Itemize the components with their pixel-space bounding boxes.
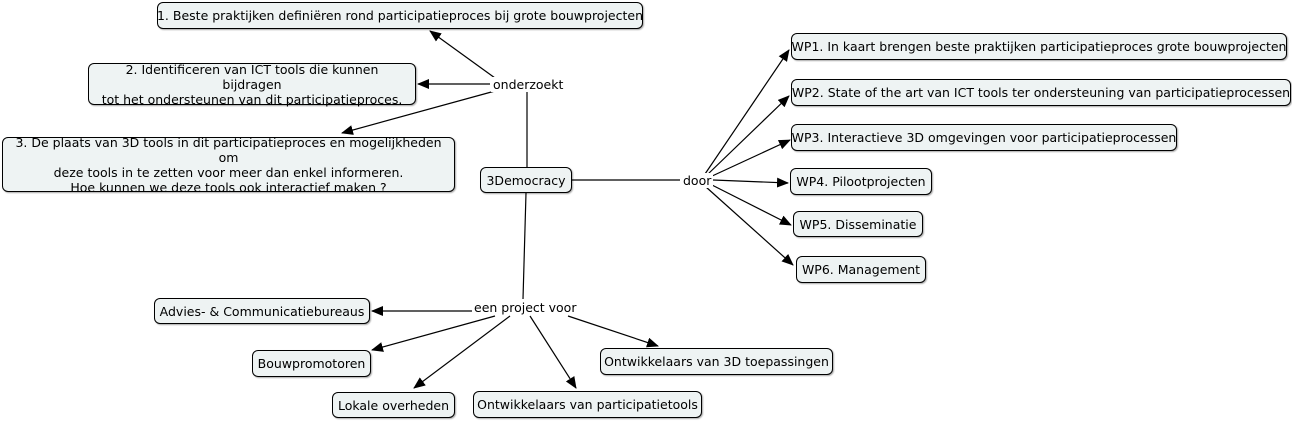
arrow-to-wp4 [712, 177, 789, 188]
research-item-2[interactable]: 2. Identificeren van ICT tools die kunne… [88, 62, 416, 107]
arrow-to-audience-5 [567, 315, 659, 348]
research-item-1[interactable]: 1. Beste praktijken definiëren rond part… [157, 2, 643, 29]
arrow-to-wp3 [709, 139, 791, 178]
link-label-een-project-voor: een project voor [472, 300, 579, 315]
audience-item-4[interactable]: Ontwikkelaars van participatietools [473, 391, 702, 418]
link-label-door: door [681, 173, 714, 188]
research-item-3[interactable]: 3. De plaats van 3D tools in dit partici… [2, 135, 455, 195]
work-package-3[interactable]: WP3. Interactieve 3D omgevingen voor par… [791, 124, 1177, 151]
work-package-2[interactable]: WP2. State of the art van ICT tools ter … [791, 79, 1291, 106]
audience-item-1[interactable]: Advies- & Communicatiebureaus [154, 298, 370, 324]
work-package-1[interactable]: WP1. In kaart brengen beste praktijken p… [791, 33, 1287, 60]
center-concept[interactable]: 3Democracy [480, 167, 572, 193]
work-package-5[interactable]: WP5. Disseminatie [793, 211, 923, 237]
arrow-to-wp1 [704, 49, 790, 175]
arrow-to-audience-4 [529, 315, 577, 389]
audience-item-2[interactable]: Bouwpromotoren [252, 350, 371, 377]
work-package-4[interactable]: WP4. Pilootprojecten [790, 168, 932, 195]
audience-item-3[interactable]: Lokale overheden [332, 392, 455, 418]
line-center-project [522, 192, 527, 300]
arrow-to-wp6 [705, 186, 794, 266]
arrow-to-audience-2 [371, 315, 496, 352]
arrow-to-research-3 [341, 90, 496, 135]
arrow-to-wp2 [706, 95, 790, 176]
arrow-to-research-1 [429, 30, 496, 79]
arrow-to-wp5 [709, 183, 792, 226]
work-package-6[interactable]: WP6. Management [796, 256, 926, 283]
arrow-to-audience-3 [413, 315, 511, 389]
audience-item-5[interactable]: Ontwikkelaars van 3D toepassingen [600, 348, 833, 375]
link-label-onderzoekt: onderzoekt [491, 77, 566, 92]
